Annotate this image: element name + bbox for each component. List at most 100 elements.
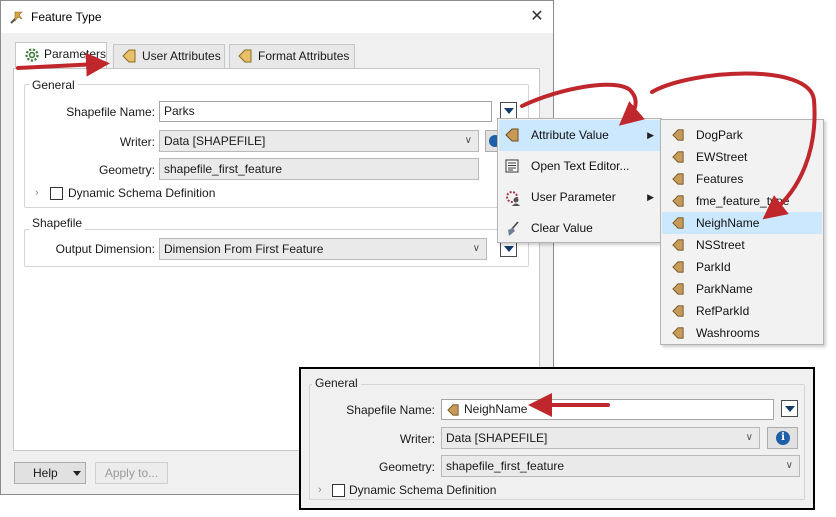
tab-label: Parameters — [44, 47, 107, 61]
gear-icon — [25, 48, 39, 62]
feature-type-app-icon — [10, 11, 23, 24]
inset-shapefile-name-value: NeighName — [464, 402, 528, 416]
menu-item-clear-value[interactable]: Clear Value — [499, 213, 660, 244]
attribute-icon — [672, 129, 684, 141]
chevron-down-icon: ∨ — [472, 243, 480, 254]
output-dimension-dropdown-button[interactable] — [500, 240, 517, 257]
attribute-icon — [505, 128, 519, 142]
broom-icon — [508, 221, 519, 236]
inset-dynamic-schema-label: Dynamic Schema Definition — [349, 483, 497, 497]
attribute-label: ParkName — [696, 282, 753, 296]
window-title: Feature Type — [31, 10, 102, 24]
shapefile-group-label: Shapefile — [29, 216, 86, 230]
menu-item-label: User Parameter — [531, 190, 616, 204]
submenu-arrow-icon: ▶ — [647, 192, 654, 202]
attribute-item[interactable]: ParkName — [662, 278, 822, 300]
writer-value: Data [SHAPEFILE] — [164, 134, 266, 148]
attribute-label: RefParkId — [696, 304, 750, 318]
output-dimension-value: Dimension From First Feature — [164, 242, 324, 256]
menu-item-user-parameter[interactable]: User Parameter ▶ — [499, 182, 660, 213]
attribute-icon — [672, 217, 684, 229]
geometry-label: Geometry: — [98, 163, 155, 177]
inset-shapefile-name-label: Shapefile Name: — [346, 403, 435, 417]
inset-writer-value: Data [SHAPEFILE] — [446, 431, 548, 445]
attribute-item[interactable]: RefParkId — [662, 300, 822, 322]
output-dimension-label: Output Dimension: — [55, 242, 155, 256]
expand-chevron-icon[interactable]: › — [35, 187, 39, 199]
tab-user-attributes[interactable]: User Attributes — [113, 44, 225, 68]
inset-general-group-label: General — [312, 376, 361, 390]
apply-to-button[interactable]: Apply to... — [95, 462, 168, 484]
attribute-item[interactable]: NSStreet — [662, 234, 822, 256]
tab-parameters[interactable]: Parameters — [15, 42, 107, 69]
attribute-label: Features — [696, 172, 744, 186]
attribute-item[interactable]: ParkId — [662, 256, 822, 278]
inset-writer-info-button[interactable]: i — [767, 427, 798, 449]
shapefile-name-label: Shapefile Name: — [66, 105, 155, 119]
menu-item-label: Open Text Editor... — [531, 159, 630, 173]
dynamic-schema-label: Dynamic Schema Definition — [68, 186, 216, 200]
inset-writer-select[interactable]: Data [SHAPEFILE] ∨ — [441, 427, 760, 449]
tab-format-attributes[interactable]: Format Attributes — [229, 44, 355, 68]
text-editor-icon — [505, 159, 519, 173]
geometry-value: shapefile_first_feature — [164, 162, 283, 176]
dynamic-schema-checkbox[interactable] — [50, 187, 63, 200]
attribute-icon — [238, 49, 252, 63]
attribute-item[interactable]: Washrooms — [662, 322, 822, 344]
triangle-down-icon — [504, 108, 514, 114]
chevron-down-icon: ∨ — [464, 135, 472, 146]
tab-label: User Attributes — [142, 49, 221, 63]
inset-dynamic-schema-checkbox[interactable] — [332, 484, 345, 497]
menu-item-label: Clear Value — [531, 221, 593, 235]
attribute-icon — [672, 261, 684, 273]
user-parameter-icon — [506, 191, 520, 206]
inset-shapefile-name-dropdown-button[interactable] — [781, 400, 798, 417]
submenu-arrow-icon: ▶ — [647, 130, 654, 140]
attribute-label: EWStreet — [696, 150, 748, 164]
attribute-icon — [672, 283, 684, 295]
chevron-down-icon: ∨ — [745, 432, 753, 443]
title-bar: Feature Type ✕ — [1, 1, 553, 33]
inset-shapefile-name-input[interactable]: NeighName — [441, 399, 774, 420]
menu-item-label: Attribute Value — [531, 128, 609, 142]
inset-geometry-select[interactable]: shapefile_first_feature ∨ — [441, 455, 800, 477]
attribute-item-highlighted[interactable]: NeighName — [662, 212, 822, 234]
result-inset: General Shapefile Name: NeighName Writer… — [299, 367, 815, 510]
shapefile-group — [24, 229, 529, 267]
writer-label: Writer: — [119, 135, 155, 149]
output-dimension-select[interactable]: Dimension From First Feature ∨ — [159, 238, 487, 260]
writer-select[interactable]: Data [SHAPEFILE] ∨ — [159, 130, 479, 152]
attribute-item[interactable]: fme_feature_type — [662, 190, 822, 212]
attribute-label: NSStreet — [696, 238, 745, 252]
attribute-label: ParkId — [696, 260, 731, 274]
attribute-item[interactable]: EWStreet — [662, 146, 822, 168]
shapefile-name-dropdown-button[interactable] — [500, 102, 517, 119]
triangle-down-icon — [785, 406, 795, 412]
inset-writer-label: Writer: — [399, 432, 435, 446]
menu-item-attribute-value[interactable]: Attribute Value ▶ — [499, 120, 660, 151]
attribute-icon — [672, 239, 684, 251]
attribute-item[interactable]: Features — [662, 168, 822, 190]
attribute-label: NeighName — [696, 216, 760, 230]
attribute-icon — [672, 305, 684, 317]
attribute-item[interactable]: DogPark — [662, 124, 822, 146]
attribute-label: fme_feature_type — [696, 194, 790, 208]
attribute-label: Washrooms — [696, 326, 760, 340]
attribute-icon — [122, 49, 136, 63]
inset-geometry-label: Geometry: — [378, 460, 435, 474]
shapefile-name-input[interactable]: Parks — [159, 101, 492, 122]
inset-expand-chevron-icon[interactable]: › — [318, 484, 322, 496]
triangle-down-icon — [73, 471, 81, 476]
attribute-icon — [672, 173, 684, 185]
close-button[interactable]: ✕ — [530, 8, 544, 25]
menu-item-open-text-editor[interactable]: Open Text Editor... — [499, 151, 660, 182]
attribute-icon — [672, 195, 684, 207]
attribute-label: DogPark — [696, 128, 743, 142]
geometry-select[interactable]: shapefile_first_feature — [159, 158, 479, 180]
attribute-icon — [672, 327, 684, 339]
help-button[interactable]: Help — [14, 462, 86, 484]
info-icon: i — [776, 431, 790, 445]
triangle-down-icon — [504, 246, 514, 252]
tab-label: Format Attributes — [258, 49, 350, 63]
value-context-menu: Attribute Value ▶ Open Text Editor... Us… — [497, 118, 662, 243]
